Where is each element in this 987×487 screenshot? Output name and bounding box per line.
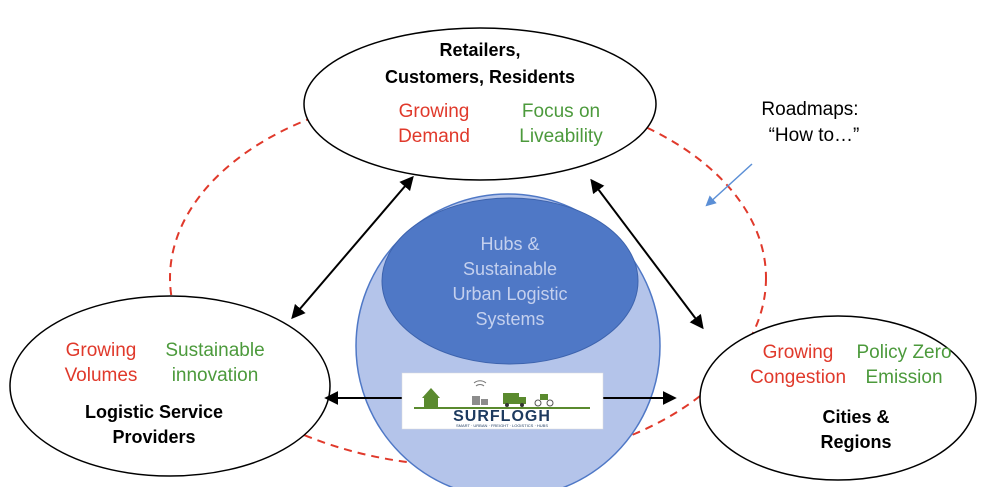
- retailers-title-line1: Retailers,: [439, 40, 520, 60]
- providers-green-line2: innovation: [172, 365, 259, 386]
- logo-name: SURFLOGH: [453, 408, 551, 425]
- cities-red-line2: Congestion: [750, 367, 846, 388]
- cities-title-line1: Cities &: [822, 407, 889, 427]
- cities-title-line2: Regions: [820, 432, 891, 452]
- cities-green-line2: Emission: [865, 367, 942, 388]
- retailers-ellipse: [303, 27, 657, 181]
- cities-green-line1: Policy Zero: [856, 342, 951, 363]
- providers-title-line1: Logistic Service: [85, 402, 223, 422]
- roadmap-arrow-icon: [705, 163, 753, 207]
- providers-green-line1: Sustainable: [165, 340, 264, 361]
- retailers-red-line1: Growing: [399, 101, 470, 122]
- retailers-title-line2: Customers, Residents: [385, 67, 575, 87]
- surflogh-logo: SURFLOGH SMART · URBAN · FREIGHT · LOGIS…: [401, 372, 604, 430]
- retailers-red-line2: Demand: [398, 126, 470, 147]
- hubs-ellipse: [381, 197, 639, 365]
- retailers-green-line1: Focus on: [522, 101, 600, 122]
- providers-red-line1: Growing: [66, 340, 137, 361]
- retailers-green-line2: Liveability: [519, 126, 603, 147]
- double-arrow-icon-right-top: [590, 178, 704, 330]
- roadmap-line1: Roadmaps:: [761, 99, 858, 120]
- hub-label-line4: Systems: [475, 309, 544, 329]
- providers-red-line2: Volumes: [65, 365, 138, 386]
- providers-title-line2: Providers: [112, 427, 195, 447]
- hub-label-line1: Hubs &: [480, 234, 539, 254]
- logo-tagline: SMART · URBAN · FREIGHT · LOGISTICS · HU…: [456, 423, 548, 428]
- cities-ellipse: [699, 315, 977, 481]
- roadmap-line2: “How to…”: [769, 125, 860, 146]
- providers-ellipse: [9, 295, 331, 477]
- hub-label-line3: Urban Logistic: [452, 284, 567, 304]
- cities-red-line1: Growing: [763, 342, 834, 363]
- outer-dashed-ring: [169, 89, 767, 467]
- hub-label-line2: Sustainable: [463, 259, 557, 279]
- double-arrow-icon-left-top: [291, 175, 414, 320]
